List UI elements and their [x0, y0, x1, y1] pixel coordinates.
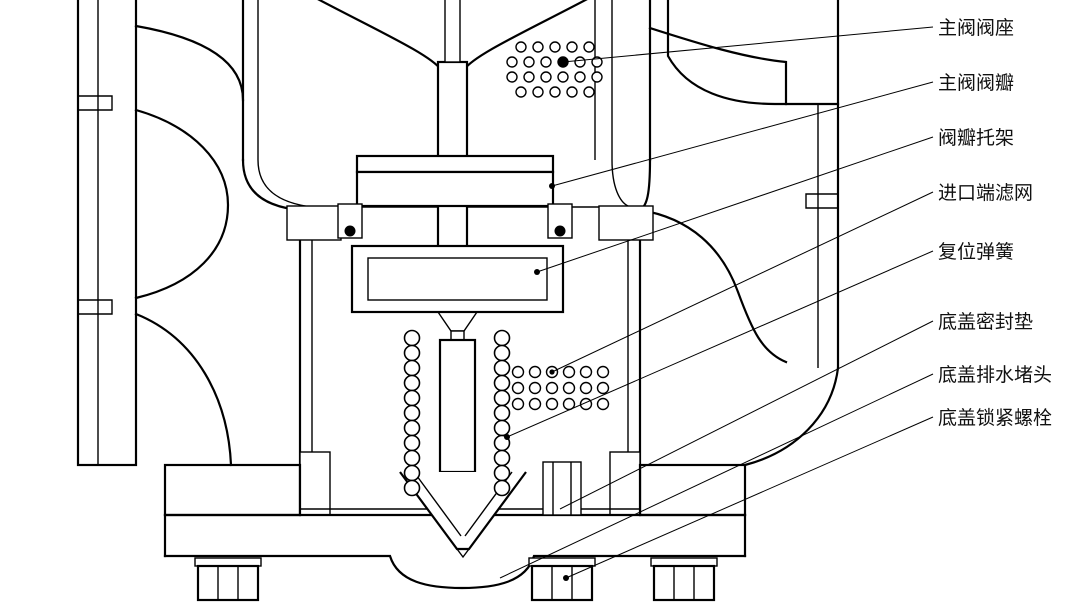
- inlet-strainer-holes: [511, 365, 610, 411]
- label-bottom-cover-drain-plug: 底盖排水堵头: [938, 364, 1053, 386]
- left-flange: [76, 0, 138, 467]
- leader-dot: [534, 269, 540, 275]
- valve-internals: [317, 0, 610, 559]
- label-main-valve-disc: 主阀阀瓣: [938, 72, 1015, 94]
- label-main-valve-seat: 主阀阀座: [938, 17, 1015, 39]
- valve-stem: [436, 0, 469, 250]
- valve-body: [76, 0, 840, 517]
- leader-dot: [549, 183, 555, 189]
- hex-nut-right: [650, 557, 718, 602]
- main-valve-seat-holes: [506, 41, 603, 98]
- leader-main-valve-disc: [551, 81, 934, 187]
- leader-return-spring: [506, 250, 934, 438]
- leader-drain-plug: [499, 373, 934, 579]
- seal-ring-right: [554, 225, 566, 237]
- locking-bolt-stud: [542, 461, 582, 516]
- label-bottom-cover-lock-bolt: 底盖锁紧螺栓: [938, 407, 1053, 429]
- return-spring: [403, 329, 511, 497]
- label-inlet-strainer: 进口端滤网: [938, 182, 1034, 204]
- pilot-funnel: [462, 0, 588, 72]
- main-valve-disc: [337, 154, 573, 239]
- leader-dot: [504, 434, 510, 440]
- label-bottom-cover-gasket: 底盖密封垫: [938, 311, 1034, 333]
- pilot-funnel: [317, 0, 443, 72]
- right-flange: [638, 0, 840, 467]
- drain-plug: [163, 554, 747, 590]
- leader-dot: [563, 575, 569, 581]
- hex-nut-middle: [528, 557, 596, 602]
- leader-main-valve-seat: [562, 26, 934, 63]
- leader-disc-bracket: [536, 136, 934, 273]
- leader-lock-bolt: [565, 416, 934, 579]
- hex-nut-left: [194, 557, 262, 602]
- bottom-cover: [163, 461, 747, 602]
- leader-lines: [499, 26, 934, 581]
- leader-bottom-cover-gasket: [559, 320, 934, 510]
- spring-chamber-walls: [286, 205, 654, 517]
- disc-bracket: [350, 244, 565, 341]
- label-return-spring: 复位弹簧: [938, 241, 1015, 263]
- leader-inlet-strainer: [551, 191, 934, 373]
- label-disc-bracket: 阀瓣托架: [938, 127, 1015, 149]
- seal-ring-left: [344, 225, 356, 237]
